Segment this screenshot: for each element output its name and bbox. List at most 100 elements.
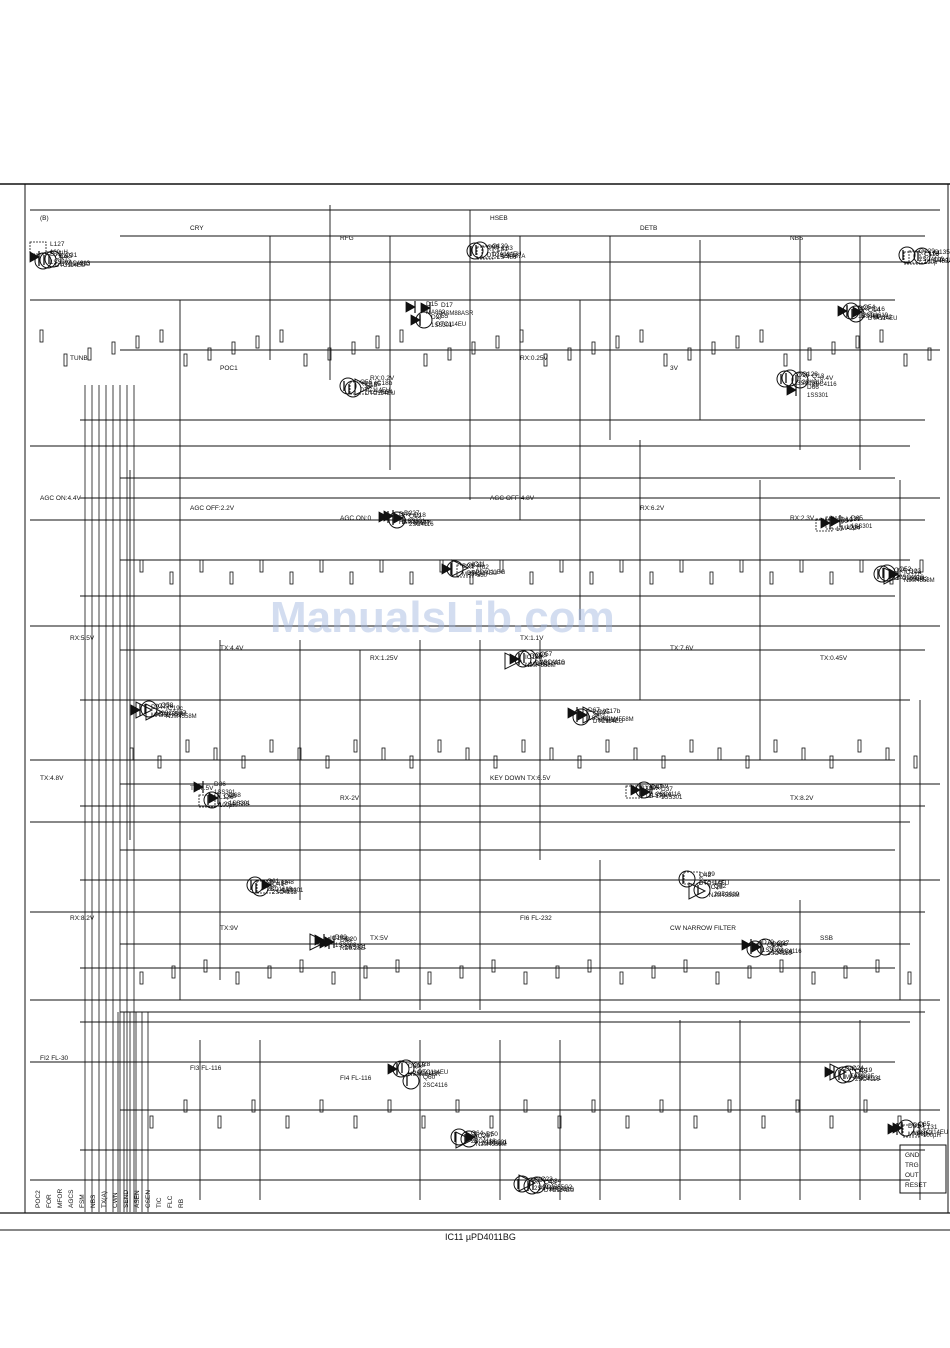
component-ref: R62 bbox=[477, 564, 489, 571]
net-label: NBS bbox=[790, 235, 804, 242]
bus-label: AGCS bbox=[68, 1189, 75, 1208]
component-ref: Q129 bbox=[919, 248, 935, 255]
resistor-symbol bbox=[149, 1115, 154, 1129]
component-ref: D66 bbox=[807, 384, 819, 391]
bus-label: ASEN bbox=[134, 1190, 141, 1208]
bus-label: TIC bbox=[156, 1197, 163, 1208]
coil-symbol bbox=[476, 246, 494, 260]
net-label: AGC ON:4.4V bbox=[40, 495, 81, 502]
coil-symbol bbox=[29, 241, 47, 255]
resistor-symbol bbox=[259, 559, 264, 573]
component-value: 1SS301 bbox=[651, 793, 673, 799]
transistor-symbol bbox=[842, 302, 860, 320]
component-ref: D70 bbox=[762, 939, 774, 946]
component-ref: Q12 bbox=[409, 513, 422, 520]
component-value: MA862 bbox=[845, 1075, 865, 1081]
transistor-symbol bbox=[898, 246, 916, 264]
transistor-symbol bbox=[140, 700, 158, 718]
transistor-symbol bbox=[251, 879, 269, 897]
net-label: TX:4.4V bbox=[220, 645, 244, 652]
bus-label: FLC bbox=[167, 1195, 174, 1208]
component-value: DTC114EU bbox=[894, 576, 924, 582]
component-value: 2SC4213 bbox=[272, 890, 298, 896]
component-value: 1SS301 bbox=[282, 888, 304, 894]
net-label: RX:6.2V bbox=[640, 505, 665, 512]
coil-symbol bbox=[908, 250, 926, 264]
transistor-symbol bbox=[756, 938, 774, 956]
component-value: MA862 bbox=[530, 662, 550, 668]
component-ref: D75 bbox=[50, 251, 62, 258]
resistor-symbol bbox=[207, 347, 212, 361]
coil-symbol bbox=[902, 1124, 920, 1138]
component-ref: Q130 bbox=[492, 243, 508, 250]
resistor-symbol bbox=[39, 329, 44, 343]
component-value: NJM4558M bbox=[525, 663, 556, 669]
component-value: 1SS301 bbox=[345, 945, 367, 951]
net-label: HSEB bbox=[490, 215, 508, 222]
component-q135: Q135DTA114EU bbox=[913, 247, 950, 265]
component-value: DTC114EU bbox=[467, 571, 497, 577]
component-value: 330 bbox=[477, 573, 488, 579]
component-ref: Q31 bbox=[65, 252, 78, 259]
resistor-symbol bbox=[663, 353, 668, 367]
resistor-symbol bbox=[557, 1115, 562, 1129]
component-value: HSM88ASR bbox=[399, 520, 432, 526]
component-ref: D51 bbox=[913, 1122, 925, 1129]
bus-label: NBS bbox=[90, 1194, 97, 1208]
resistor-symbol bbox=[409, 571, 414, 585]
transistor-symbol bbox=[397, 1059, 415, 1077]
component-value: MA862 bbox=[151, 713, 171, 719]
resistor-symbol bbox=[363, 965, 368, 979]
bus-label: MFOR bbox=[57, 1189, 64, 1208]
resistor-symbol bbox=[801, 747, 806, 761]
component-ref: D21 bbox=[462, 563, 474, 570]
component-ref: Q25 bbox=[535, 652, 548, 659]
resistor-symbol bbox=[639, 329, 644, 343]
coil-symbol bbox=[456, 564, 474, 578]
component-ref: IC17a bbox=[156, 703, 174, 710]
component-value: DTC114EU bbox=[360, 388, 390, 394]
diode-symbol bbox=[405, 301, 416, 313]
component-value: DTA114EU bbox=[934, 258, 950, 264]
resistor-symbol bbox=[375, 335, 380, 349]
transistor-symbol bbox=[834, 1066, 852, 1084]
net-label: (B) bbox=[40, 215, 49, 222]
resistor-symbol bbox=[159, 329, 164, 343]
component-ref: D65 bbox=[851, 515, 863, 522]
resistor-symbol bbox=[913, 755, 918, 769]
component-value: DTC114EU bbox=[918, 1130, 948, 1136]
component-ref: IC23 bbox=[539, 1176, 553, 1183]
component-ref: D25 bbox=[598, 709, 610, 716]
resistor-symbol bbox=[111, 341, 116, 355]
component-ref: Q132 bbox=[467, 562, 483, 569]
resistor-symbol bbox=[727, 1099, 732, 1113]
component-ref: Q55 bbox=[436, 313, 449, 320]
component-ref: Q24 bbox=[894, 567, 907, 574]
component-ref: Q62 bbox=[714, 883, 727, 890]
diode-symbol bbox=[314, 934, 325, 946]
component-ref: Q26 bbox=[224, 793, 237, 800]
resistor-symbol bbox=[353, 1115, 358, 1129]
resistor-symbol bbox=[521, 739, 526, 753]
resistor-symbol bbox=[879, 329, 884, 343]
resistor-symbol bbox=[319, 1099, 324, 1113]
coil-symbol bbox=[481, 245, 499, 259]
component-value: DTC114EU bbox=[544, 1188, 574, 1194]
net-label: FI2 FL-30 bbox=[40, 1055, 69, 1062]
component-ref: D36 bbox=[214, 781, 226, 788]
component-ref: D69 bbox=[335, 934, 347, 941]
component-ref: Q64 bbox=[471, 1130, 484, 1137]
component-ref: IC11 bbox=[472, 561, 486, 568]
component-value: DTA114EU bbox=[868, 316, 897, 322]
resistor-symbol bbox=[773, 739, 778, 753]
net-label: TUNB bbox=[70, 355, 88, 362]
